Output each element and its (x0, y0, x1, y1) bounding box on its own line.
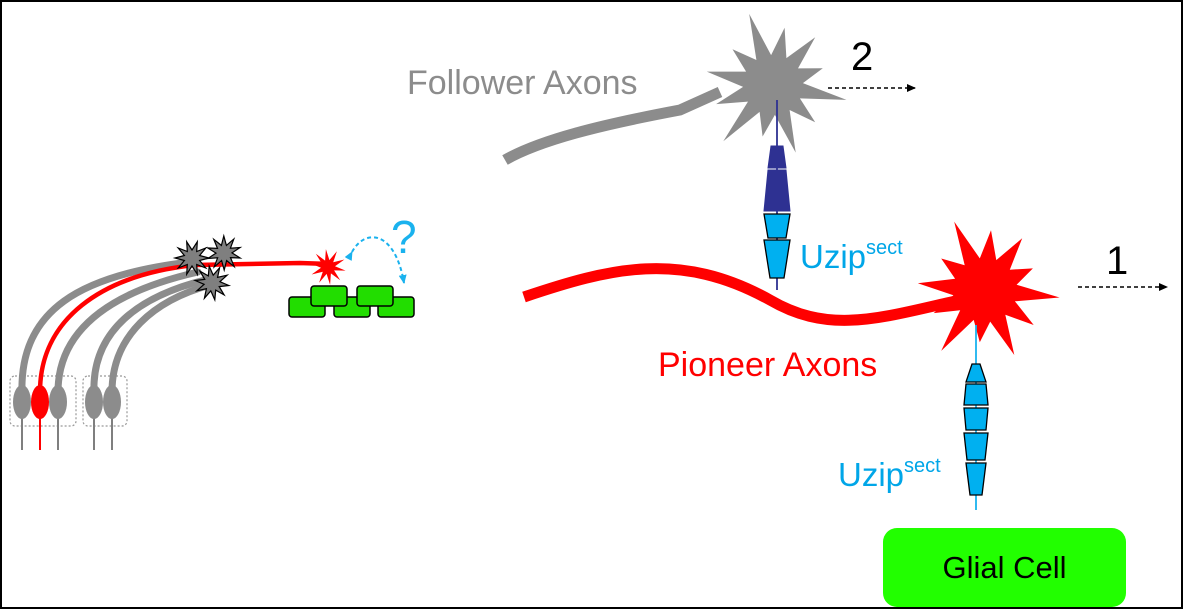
inset-glial-blocks (288, 285, 415, 318)
uzip-unit (965, 462, 987, 496)
interaction-arrow (344, 236, 407, 284)
cell-tails (21, 418, 113, 450)
pioneer-uzip-label: Uzipsect (838, 456, 941, 491)
uzip-unit (963, 407, 989, 431)
step-two-label: 2 (851, 35, 874, 79)
follower-axon (502, 86, 723, 165)
pioneer-axons-label: Pioneer Axons (658, 346, 878, 384)
uzip-unit (763, 213, 791, 239)
uzip-label-base: Uzip (838, 456, 905, 493)
follower-cell-body (103, 385, 121, 419)
pioneer-growth-cone (917, 221, 1060, 355)
uzip-label-superscript: sect (904, 455, 941, 477)
pioneer-axon (522, 263, 962, 326)
pioneer-cell-body (31, 385, 49, 419)
uzip-unit (763, 239, 791, 279)
follower-cell-body (13, 385, 31, 419)
inset-follower-cone (192, 263, 232, 303)
cell-group-box-right (82, 375, 128, 427)
inset-follower-growth-cones (172, 233, 243, 303)
follower-growth-cone (706, 13, 847, 153)
question-mark-label: ? (391, 211, 417, 263)
uzip-label-superscript: sect (866, 237, 903, 259)
follower-axon-bundle (18, 258, 214, 396)
follower-uzip-unit (763, 169, 791, 212)
step-one-label: 1 (1106, 239, 1129, 283)
glial-cell-box: Glial Cell (883, 528, 1126, 607)
follower-uzip-unit (767, 145, 787, 169)
uzip-unit (963, 383, 989, 406)
follower-axons-label: Follower Axons (407, 64, 638, 102)
follower-growth-cone-shape (706, 13, 847, 153)
inset-pioneer-cone (310, 249, 346, 285)
uzip-unit (965, 363, 987, 383)
follower-cell-body (85, 385, 103, 419)
follower-cell-body (49, 385, 67, 419)
inset-pioneer-growth-cone (310, 249, 346, 285)
uzip-unit (963, 432, 989, 461)
follower-uzip-label: Uzipsect (800, 238, 903, 273)
uzip-label-base: Uzip (800, 238, 867, 275)
inset-follower-cone (172, 239, 212, 277)
pioneer-growth-cone-shape (917, 221, 1060, 355)
glial-block (356, 285, 394, 307)
inset-follower-cone (205, 233, 243, 273)
glial-block (310, 285, 348, 307)
neuron-cluster-inset (9, 233, 415, 450)
glial-cell-label: Glial Cell (942, 549, 1067, 585)
